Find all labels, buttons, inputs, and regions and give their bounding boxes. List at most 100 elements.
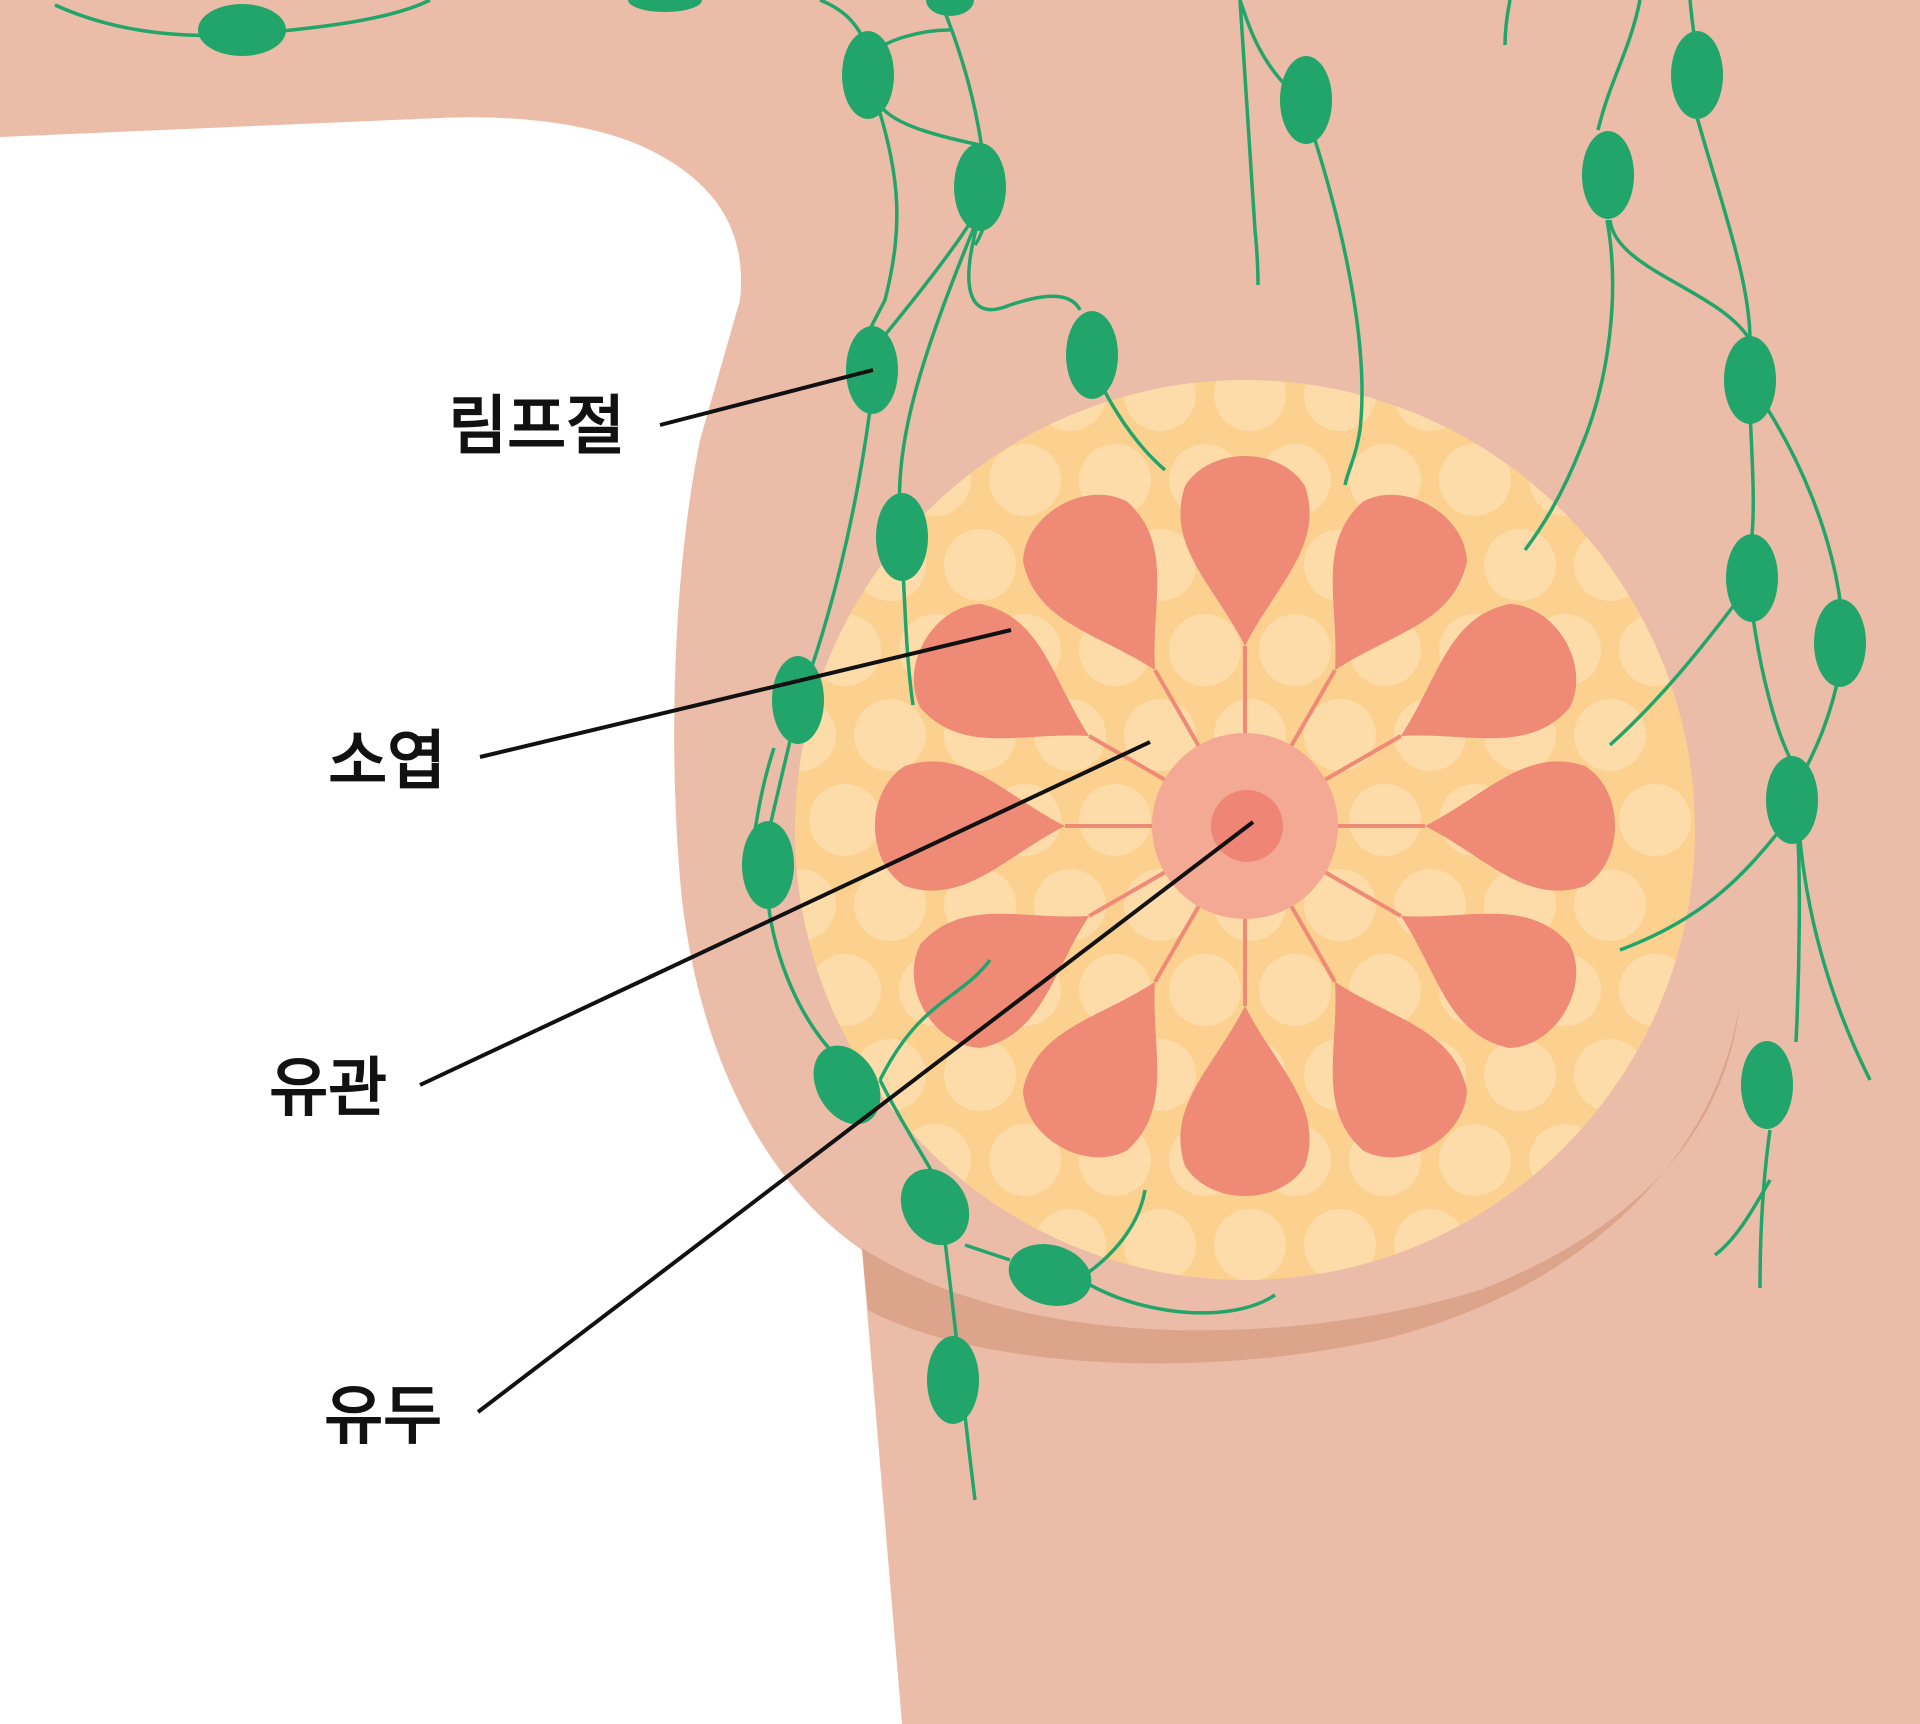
milk-duct [1289,904,1337,983]
fat-cell [1574,869,1646,941]
fat-cell [1169,614,1241,686]
milk-ducts [1065,646,1425,1006]
fat-cell [944,1039,1016,1111]
lobule-lobe [1332,494,1467,671]
milk-duct [1323,734,1402,782]
fat-cell [1169,954,1241,1026]
lobule-lobe [1425,761,1615,891]
lobule-lobe [1180,456,1310,646]
fat-cell [1439,1124,1511,1196]
lymph-node [1582,131,1634,219]
lymph-node [927,1336,979,1424]
fat-cell [1259,954,1331,1026]
breast-fold-shadow [862,1000,1740,1364]
lobule-lobe [1400,913,1577,1048]
lymph-node [628,0,702,12]
fat-cell [1259,614,1331,686]
lymph-vessel [967,214,1082,312]
fat-cell [989,1124,1061,1196]
fat-cell [854,869,926,941]
lymph-vessel [1083,1189,1147,1277]
fat-cell [1304,1209,1376,1280]
lymph-node [742,821,794,909]
label-lobule: 소엽 [328,725,446,799]
lymph-vessel [1798,839,1872,1081]
lymph-vessel [1608,219,1752,341]
fat-cell [1484,1039,1556,1111]
lymph-node [1726,534,1778,622]
lobule-lobe [1180,1006,1310,1196]
lymph-node [1008,1244,1092,1306]
fat-cell [1619,784,1691,856]
fat-cell [1214,1209,1286,1280]
lobules [875,456,1615,1196]
milk-duct [1289,669,1337,748]
fat-cell [854,699,926,771]
label-duct: 유관 [269,1052,387,1126]
lymph-vessel [1238,0,1292,92]
fat-cell [1484,529,1556,601]
lobule-lobe [913,913,1090,1048]
milk-duct [1153,669,1201,748]
fat-cell [809,784,881,856]
lymph-vessel [1748,409,1756,536]
lobule-lobe [913,604,1090,739]
lymph-node [1671,31,1723,119]
fat-cell [1304,699,1376,771]
lymph-node [954,143,1006,231]
milk-duct [1088,734,1167,782]
fat-cell [944,529,1016,601]
lymph-node [1766,756,1818,844]
lymph-vessel [1503,0,1512,46]
lymph-vessel [1693,109,1752,341]
leader-lines [419,368,1255,1414]
lymph-node [876,493,928,581]
fat-cell [1439,444,1511,516]
lymph-vessel [878,958,992,1081]
lymph-node [900,1168,970,1246]
fat-cell [1574,699,1646,771]
lymph-node [1814,599,1866,687]
milk-duct [1323,870,1402,918]
fat-cell [1304,380,1376,431]
lymph-node [1724,336,1776,424]
lymph-vessel [1758,1129,1772,1289]
fat-cell [989,444,1061,516]
lymph-node [1066,311,1118,399]
lymph-vessel [1750,609,1794,763]
lymph-vessel [1608,598,1740,747]
lymph-vessel [1596,0,1642,131]
lymph-vessel [1713,1179,1772,1257]
lymph-vessel [1523,219,1615,552]
fat-cell [1124,699,1196,771]
label-nipple: 유두 [324,1380,442,1454]
lymph-vessels [54,0,1872,1501]
leader-line-lobule [479,628,1012,759]
lymph-node [772,656,824,744]
fat-cell [1214,380,1286,431]
lymph-node [842,31,894,119]
leader-line-nipple [476,820,1255,1414]
lymph-node [1280,56,1332,144]
fat-cell [1124,1209,1196,1280]
lymph-vessel [1313,139,1364,486]
lobule-lobe [1332,981,1467,1158]
lymph-vessel [1763,404,1842,601]
lymph-node [198,4,286,56]
lobule-lobe [1400,604,1577,739]
lymph-node [926,0,974,16]
lobule-lobe [1023,981,1158,1158]
leader-line-lymph-node [659,368,874,427]
lymph-vessel [878,1079,934,1173]
fat-cell [1349,784,1421,856]
lymph-vessel [1794,839,1802,1043]
fat-cell [1304,869,1376,941]
milk-duct [1088,870,1167,918]
milk-duct [1153,904,1201,983]
lymph-node [813,1045,881,1125]
label-lymph-node: 림프절 [448,390,625,464]
lymph-vessel [964,1243,1011,1262]
fat-cell [1124,380,1196,431]
lobule-lobe [1023,494,1158,671]
